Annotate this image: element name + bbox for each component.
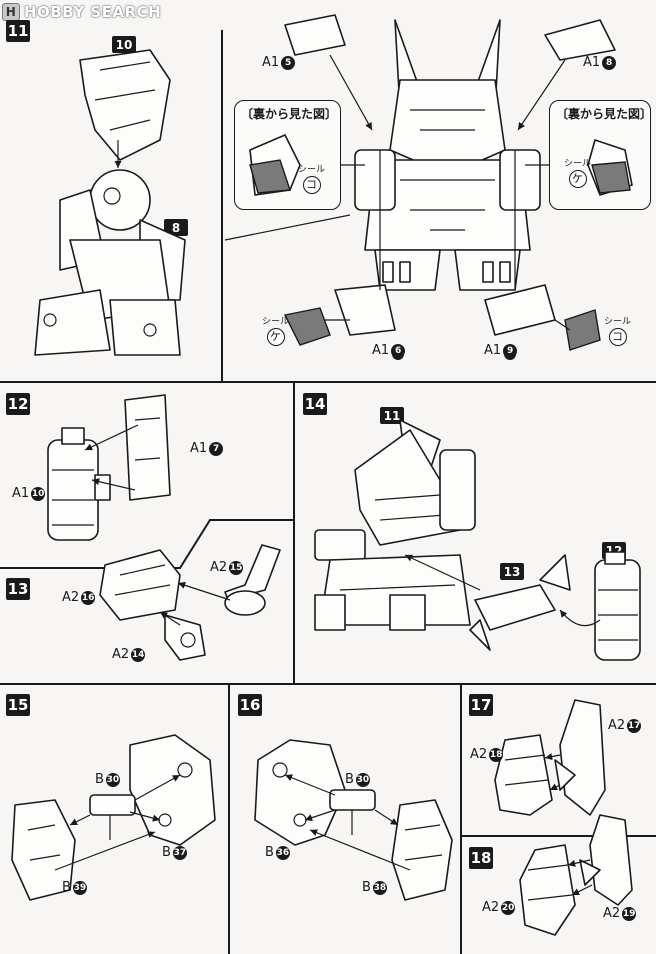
divider-15-16-v [228,685,230,954]
seal-label: シール [298,165,326,175]
step-14-drawing [314,419,641,661]
watermark-text: HOBBY SEARCH [24,3,162,21]
step-16-number: 16 [238,694,262,716]
divider-step12-v [293,383,295,683]
right-callout-part-drawing [587,139,633,196]
divider-mid-h [0,683,656,685]
step-11-number: 11 [6,20,30,42]
seal-ke-right-callout: ケ [568,169,587,188]
seal-label: シール [564,159,592,169]
step-15-drawing [11,734,216,901]
step-12-drawing [47,394,171,541]
seal-ko-left-callout: コ [302,175,321,194]
left-callout-part-drawing [249,134,301,196]
step-11-small-figure-drawing [34,49,186,356]
step-14-badge-11: 11 [380,407,404,424]
step-11-badge-8: 8 [164,219,188,236]
right-callout-seal: シール ケ [564,159,592,188]
step-12-number: 12 [6,393,30,415]
divider-step11-v [221,30,223,381]
seal-label: シール [262,317,290,327]
step-17-drawing [494,699,606,816]
step-17-number: 17 [469,694,493,716]
back-view-title-right: 〔裏から見た図〕 [556,107,653,121]
step-18-number: 18 [469,847,493,869]
left-callout-seal: シール コ [298,165,326,194]
divider-16-17-v [460,685,462,954]
seal-ko-icon: コ [608,327,627,346]
seal-label: シール [604,317,632,327]
step-14-number: 14 [303,393,327,415]
step-16-drawing [254,739,453,901]
back-view-title-left: 〔裏から見た図〕 [241,107,338,121]
seal-ke-icon: ケ [266,327,285,346]
hobby-search-watermark: H HOBBY SEARCH [2,2,161,22]
step-14-badge-13: 13 [500,563,524,580]
step-11-main-figure-drawing [224,14,616,351]
step-13-number: 13 [6,578,30,600]
divider-top-h [0,381,656,383]
seal-ko-bottom-right: シール コ [604,317,632,346]
step-13-drawing [99,544,281,661]
seal-ke-bottom-left: シール ケ [262,317,290,346]
divider-17-18-h [462,835,656,837]
step-15-number: 15 [6,694,30,716]
step-11-badge-10: 10 [112,36,136,53]
